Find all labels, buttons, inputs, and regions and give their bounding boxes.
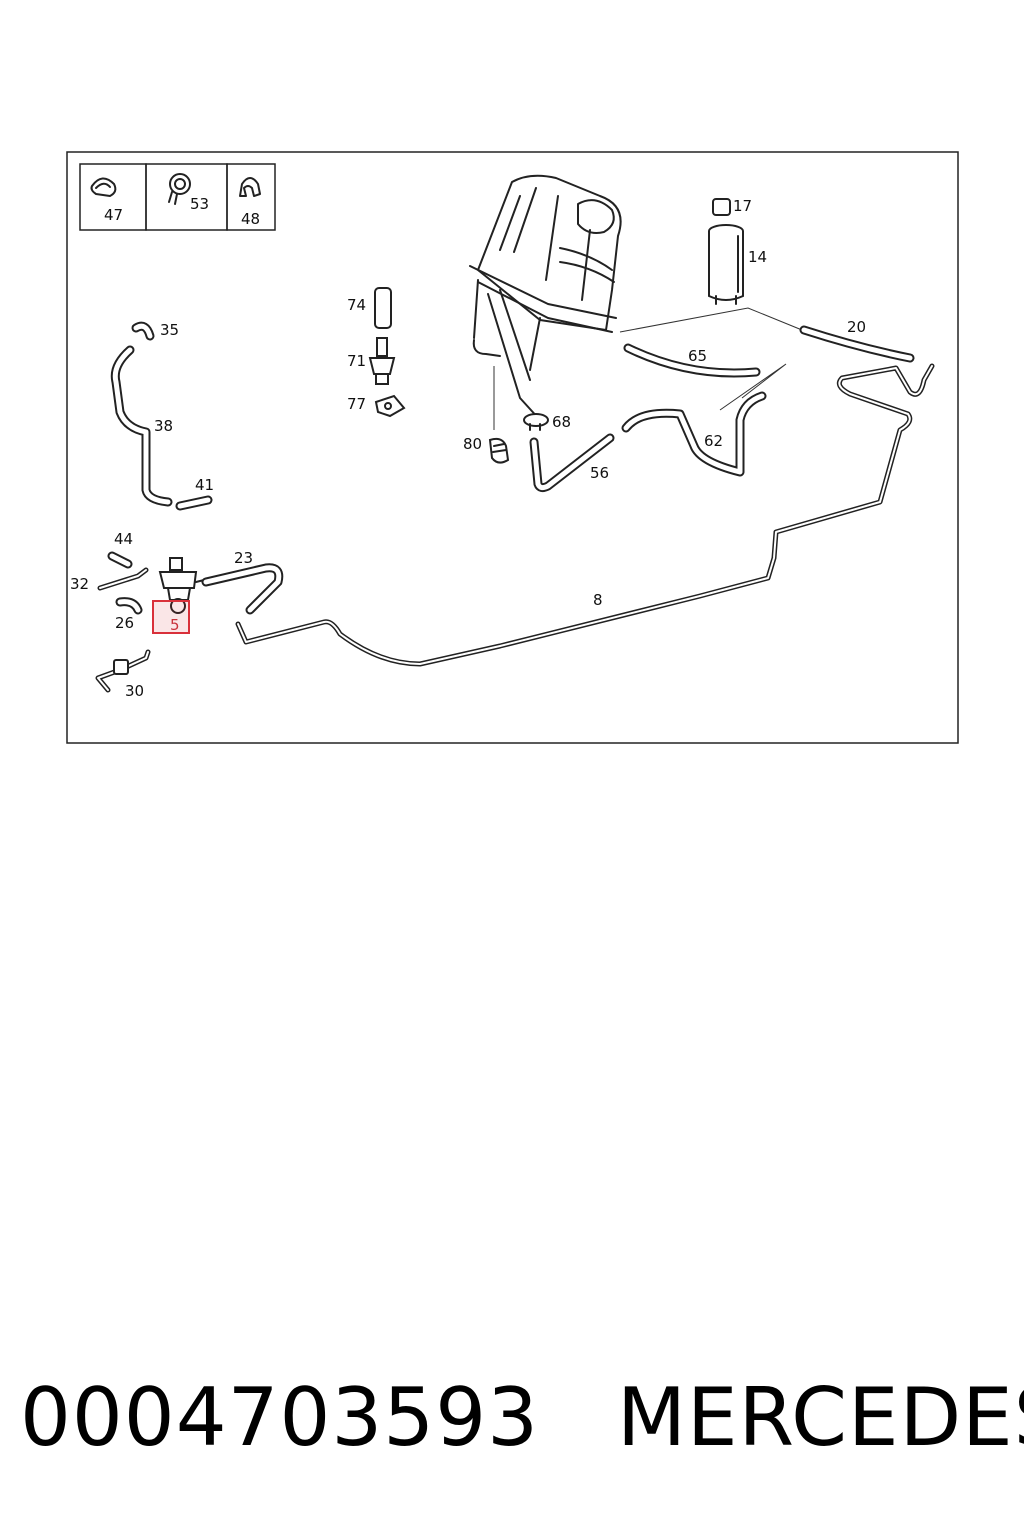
part-77-bracket (374, 394, 406, 418)
part-20-hose (799, 325, 915, 363)
callout-32: 32 (70, 575, 89, 593)
callout-47: 47 (104, 206, 123, 224)
callout-56: 56 (590, 464, 609, 482)
callout-74: 74 (347, 296, 366, 314)
callout-65: 65 (688, 347, 707, 365)
part-14-canister (708, 224, 744, 305)
callout-41: 41 (195, 476, 214, 494)
part-30-pipe (95, 649, 151, 693)
diagram-frame (66, 151, 959, 744)
callout-23: 23 (234, 549, 253, 567)
callout-14: 14 (748, 248, 767, 266)
part-74-sleeve (374, 287, 392, 329)
clamp-47-icon (90, 177, 117, 197)
callout-5: 5 (170, 616, 180, 634)
fuel-tank (469, 174, 622, 430)
callout-17: 17 (733, 197, 752, 215)
part-38-hose (110, 345, 173, 507)
highlight-box-5 (152, 600, 190, 634)
part-44-plug (107, 551, 133, 569)
callout-48: 48 (241, 210, 260, 228)
part-32-pipe (97, 567, 149, 591)
callout-8: 8 (593, 591, 603, 609)
part-71-connector (368, 337, 396, 385)
part-41-sleeve (175, 495, 213, 511)
callout-62: 62 (704, 432, 723, 450)
legend-boxes: 47 53 48 (79, 163, 276, 231)
leader-canister (619, 307, 803, 333)
callout-44: 44 (114, 530, 133, 548)
callout-77: 77 (347, 395, 366, 413)
clamp-53-icon (168, 173, 191, 205)
callout-26: 26 (115, 614, 134, 632)
part-65-hose (623, 343, 761, 378)
callout-80: 80 (463, 435, 482, 453)
part-62-hose (621, 363, 787, 477)
footer: 0004703593 MERCEDES (20, 1362, 1024, 1472)
callout-68: 68 (552, 413, 571, 431)
callout-71: 71 (347, 352, 366, 370)
callout-35: 35 (160, 321, 179, 339)
callout-38: 38 (154, 417, 173, 435)
part-35-elbow (131, 321, 155, 341)
part-23-hose (201, 563, 284, 615)
callout-30: 30 (125, 682, 144, 700)
part-80-grommet (488, 437, 510, 464)
part-26-elbow (115, 597, 143, 615)
part-8-pipe (235, 363, 935, 667)
brand-name: MERCEDES (616, 1370, 1024, 1464)
part-17-cap (712, 198, 731, 216)
callout-53: 53 (190, 195, 209, 213)
clip-48-icon (239, 177, 261, 197)
part-number: 0004703593 (20, 1370, 539, 1464)
part-68-clamp (523, 413, 549, 431)
callout-20: 20 (847, 318, 866, 336)
parts-diagram: 47 53 48 17 14 20 (66, 151, 959, 744)
part-56-hose (529, 433, 615, 493)
